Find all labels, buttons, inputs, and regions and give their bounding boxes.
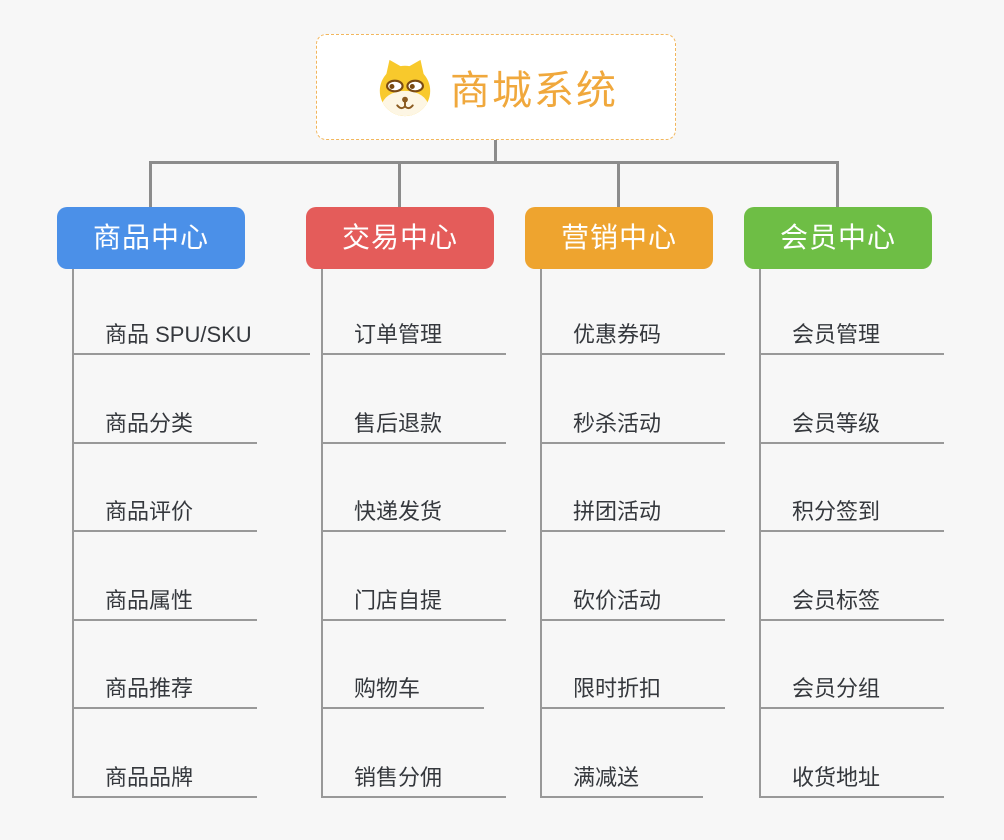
leaf-item[interactable]: 优惠券码 xyxy=(540,313,725,355)
leaf-item[interactable]: 商品分类 xyxy=(72,402,257,444)
leaf-item[interactable]: 秒杀活动 xyxy=(540,402,725,444)
leaf-item[interactable]: 会员管理 xyxy=(759,313,944,355)
leaf-item[interactable]: 商品 SPU/SKU xyxy=(72,313,310,355)
leaf-item[interactable]: 商品品牌 xyxy=(72,756,257,798)
root-title: 商城系统 xyxy=(450,69,618,113)
branch-column-marketing: 优惠券码 秒杀活动 拼团活动 砍价活动 限时折扣 满减送 xyxy=(540,269,770,800)
branch-header-member[interactable]: 会员中心 xyxy=(744,207,932,269)
leaf-item[interactable]: 会员标签 xyxy=(759,579,944,621)
leaf-item[interactable]: 售后退款 xyxy=(321,402,506,444)
branch-header-product[interactable]: 商品中心 xyxy=(57,207,245,269)
leaf-item[interactable]: 商品推荐 xyxy=(72,667,257,709)
dog-face-icon xyxy=(379,59,431,117)
connector-horizontal-bar xyxy=(149,161,839,164)
leaf-item[interactable]: 销售分佣 xyxy=(321,756,506,798)
connector-root-stub xyxy=(494,140,497,163)
trunk-line xyxy=(72,269,74,798)
connector-drop-trade xyxy=(398,161,401,207)
connector-drop-product xyxy=(149,161,152,207)
leaf-item[interactable]: 会员分组 xyxy=(759,667,944,709)
leaf-item[interactable]: 积分签到 xyxy=(759,490,944,532)
trunk-line xyxy=(321,269,323,798)
leaf-item[interactable]: 购物车 xyxy=(321,667,484,709)
trunk-line xyxy=(759,269,761,798)
leaf-item[interactable]: 收货地址 xyxy=(759,756,944,798)
leaf-item[interactable]: 门店自提 xyxy=(321,579,506,621)
trunk-line xyxy=(540,269,542,798)
leaf-item[interactable]: 满减送 xyxy=(540,756,703,798)
connector-drop-marketing xyxy=(617,161,620,207)
branch-column-trade: 订单管理 售后退款 快递发货 门店自提 购物车 销售分佣 xyxy=(321,269,551,800)
root-node[interactable]: 商城系统 xyxy=(316,34,676,140)
connector-drop-member xyxy=(836,161,839,207)
leaf-item[interactable]: 订单管理 xyxy=(321,313,506,355)
leaf-item[interactable]: 快递发货 xyxy=(321,490,506,532)
branch-column-product: 商品 SPU/SKU 商品分类 商品评价 商品属性 商品推荐 商品品牌 xyxy=(72,269,310,800)
leaf-item[interactable]: 拼团活动 xyxy=(540,490,725,532)
branch-column-member: 会员管理 会员等级 积分签到 会员标签 会员分组 收货地址 xyxy=(759,269,989,800)
leaf-item[interactable]: 商品评价 xyxy=(72,490,257,532)
leaf-item[interactable]: 砍价活动 xyxy=(540,579,725,621)
branch-header-marketing[interactable]: 营销中心 xyxy=(525,207,713,269)
leaf-item[interactable]: 会员等级 xyxy=(759,402,944,444)
leaf-item[interactable]: 商品属性 xyxy=(72,579,257,621)
leaf-item[interactable]: 限时折扣 xyxy=(540,667,725,709)
branch-header-trade[interactable]: 交易中心 xyxy=(306,207,494,269)
